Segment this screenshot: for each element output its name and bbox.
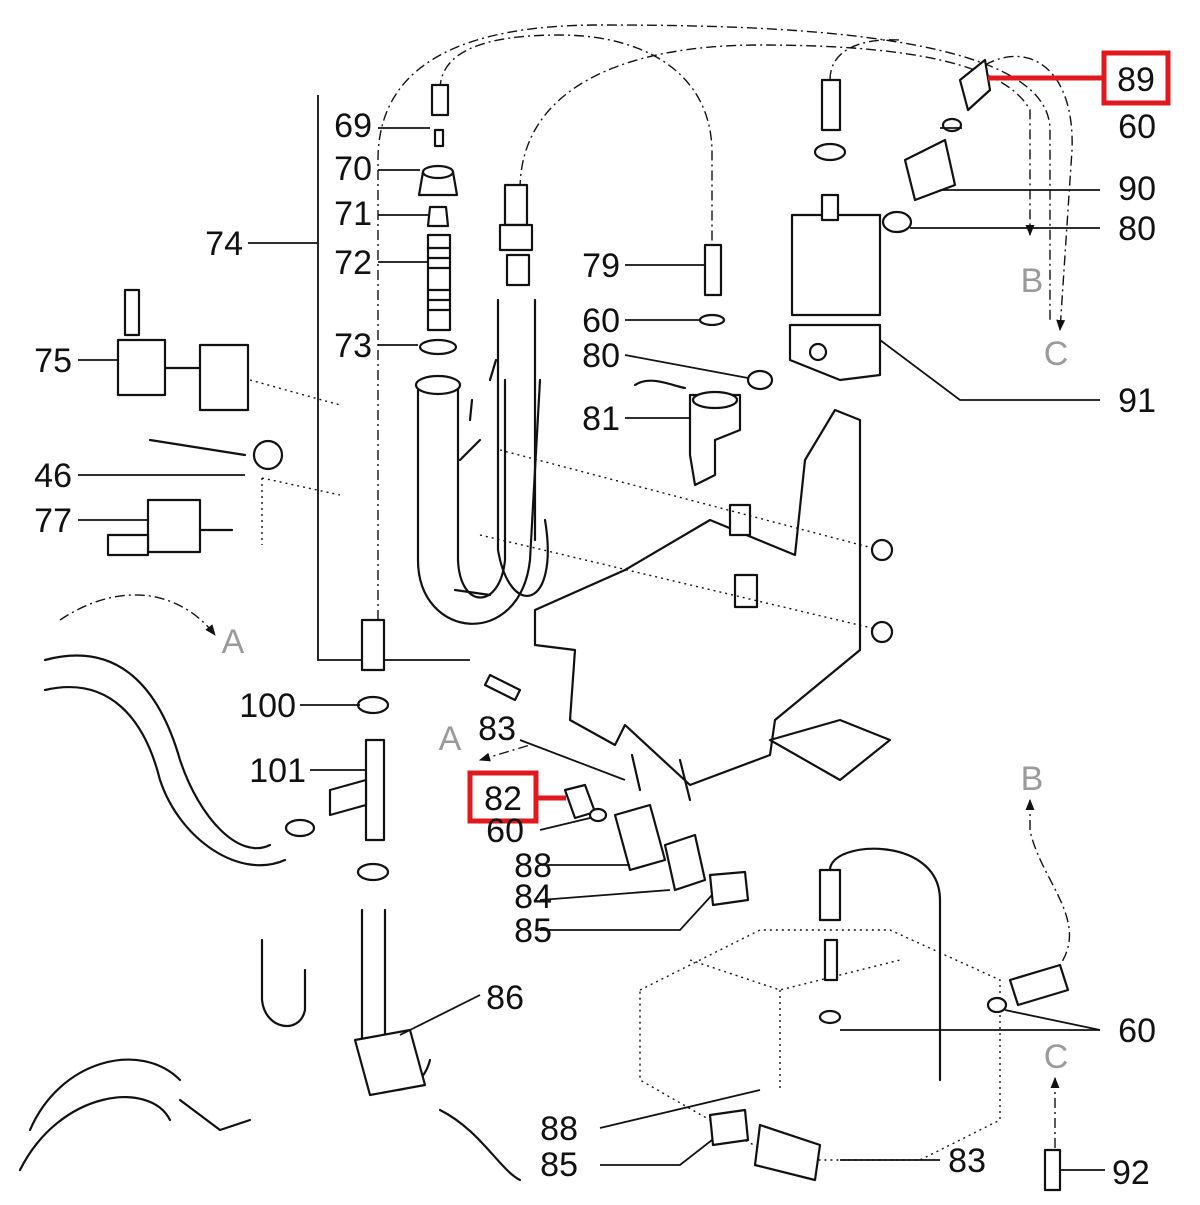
chassis-plate	[479, 408, 894, 787]
label-101: 101	[249, 752, 306, 790]
reference-letters: A A B B C C	[222, 262, 1069, 1076]
ref-b-bottom: B	[1021, 760, 1044, 798]
leader-lines	[59, 127, 1105, 1171]
label-71: 71	[334, 195, 372, 233]
label-79: 79	[582, 247, 620, 285]
label-75: 75	[34, 342, 72, 380]
label-81: 81	[582, 400, 620, 438]
solenoid-valve	[788, 58, 992, 382]
ref-c-bottom: C	[1044, 1038, 1069, 1076]
ref-a-left: A	[222, 623, 245, 661]
label-60-b: 60	[1118, 108, 1156, 146]
label-46: 46	[34, 457, 72, 495]
pump-block	[639, 847, 1070, 1192]
label-73: 73	[334, 327, 372, 365]
label-69: 69	[334, 107, 372, 145]
label-88-b: 88	[540, 1110, 578, 1148]
label-80-b: 80	[1118, 210, 1156, 248]
label-88-a: 88	[514, 847, 552, 885]
label-89: 89	[1117, 61, 1155, 99]
bracket-74	[317, 95, 470, 661]
label-60-a: 60	[582, 302, 620, 340]
label-70: 70	[334, 150, 372, 188]
ref-a-middle: A	[439, 720, 462, 758]
label-72: 72	[334, 244, 372, 282]
label-60-c: 60	[486, 812, 524, 850]
ref-c-top: C	[1044, 335, 1069, 373]
fitting-stack	[417, 83, 459, 356]
label-85-a: 85	[514, 912, 552, 950]
part-labels: 69 70 71 72 73 74 75 46 77 79 60 80 81 8…	[34, 61, 1156, 1192]
label-85-b: 85	[540, 1146, 578, 1184]
label-80-a: 80	[582, 337, 620, 375]
label-82: 82	[484, 780, 522, 818]
label-91: 91	[1118, 382, 1156, 420]
thermostat-parts	[106, 288, 341, 557]
label-86: 86	[486, 979, 524, 1017]
label-83-b: 83	[948, 1142, 986, 1180]
label-74: 74	[205, 225, 243, 263]
tee-connector	[43, 618, 432, 1092]
bypass-fitting	[563, 753, 750, 907]
label-83-a: 83	[478, 710, 516, 748]
ref-b-top: B	[1021, 262, 1044, 300]
label-77: 77	[34, 502, 72, 540]
label-90: 90	[1118, 170, 1156, 208]
label-92: 92	[1112, 1154, 1150, 1192]
lower-hoses	[18, 938, 522, 1182]
label-60-d: 60	[1118, 1012, 1156, 1050]
elbow-parts	[633, 243, 774, 487]
label-84: 84	[514, 878, 552, 916]
heating-element	[414, 183, 549, 625]
label-100: 100	[239, 687, 296, 725]
